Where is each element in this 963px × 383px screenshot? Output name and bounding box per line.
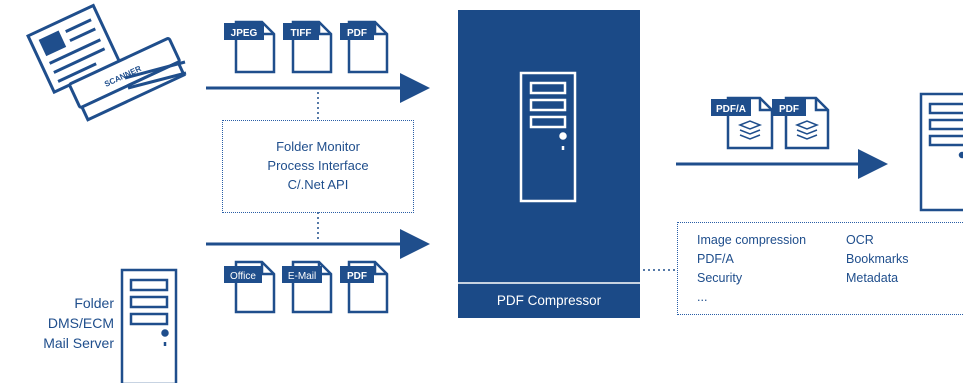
doc-icon-pdfa: PDF/A bbox=[711, 96, 774, 150]
compressor-server-icon bbox=[519, 71, 577, 203]
feature-security: Security bbox=[697, 271, 743, 285]
source-folder: Folder bbox=[74, 295, 114, 311]
input-docs-bottom: Office E-Mail PDF bbox=[224, 260, 389, 314]
input-docs-top: JPEG TIFF PDF bbox=[224, 20, 389, 74]
doc-icon-pdf-output: PDF bbox=[772, 96, 830, 150]
doc-icon-pdf-bottom: PDF bbox=[340, 260, 389, 314]
doc-icon-jpeg: JPEG bbox=[224, 20, 276, 74]
features-box bbox=[677, 222, 963, 315]
interface-folder-monitor: Folder Monitor bbox=[276, 139, 360, 154]
interface-process-interface: Process Interface bbox=[267, 158, 369, 173]
interface-api: C/.Net API bbox=[287, 177, 349, 192]
source-mail-server: Mail Server bbox=[43, 335, 114, 351]
feature-metadata: Metadata bbox=[846, 271, 899, 285]
feature-pdfa: PDF/A bbox=[697, 252, 734, 266]
feature-more: ... bbox=[697, 290, 708, 304]
source-server-icon bbox=[120, 268, 178, 383]
interfaces-box bbox=[222, 120, 414, 213]
doc-icon-pdf-top: PDF bbox=[340, 20, 389, 74]
doc-icon-email: E-Mail bbox=[282, 260, 333, 314]
output-docs: PDF/A PDF bbox=[711, 96, 830, 150]
doc-icon-office: Office bbox=[224, 260, 276, 314]
doc-label-pdf-bottom: PDF bbox=[347, 271, 367, 282]
doc-icon-tiff: TIFF bbox=[283, 20, 333, 74]
feature-ocr: OCR bbox=[846, 233, 874, 247]
doc-label-pdf-output: PDF bbox=[779, 104, 799, 115]
doc-label-email: E-Mail bbox=[288, 271, 316, 282]
compressor-label: PDF Compressor bbox=[496, 293, 602, 308]
source-dms-ecm: DMS/ECM bbox=[47, 315, 114, 331]
doc-label-office: Office bbox=[230, 271, 256, 282]
doc-label-pdfa: PDF/A bbox=[716, 104, 746, 115]
doc-label-tiff: TIFF bbox=[290, 28, 311, 39]
doc-label-pdf-top: PDF bbox=[347, 28, 367, 39]
scanner-icon: SCANNER bbox=[26, 3, 187, 122]
compressor-panel bbox=[458, 10, 640, 318]
destination-server-icon bbox=[919, 92, 963, 212]
feature-image-compression: Image compression bbox=[697, 233, 807, 247]
doc-label-jpeg: JPEG bbox=[231, 28, 258, 39]
feature-bookmarks: Bookmarks bbox=[846, 252, 909, 266]
